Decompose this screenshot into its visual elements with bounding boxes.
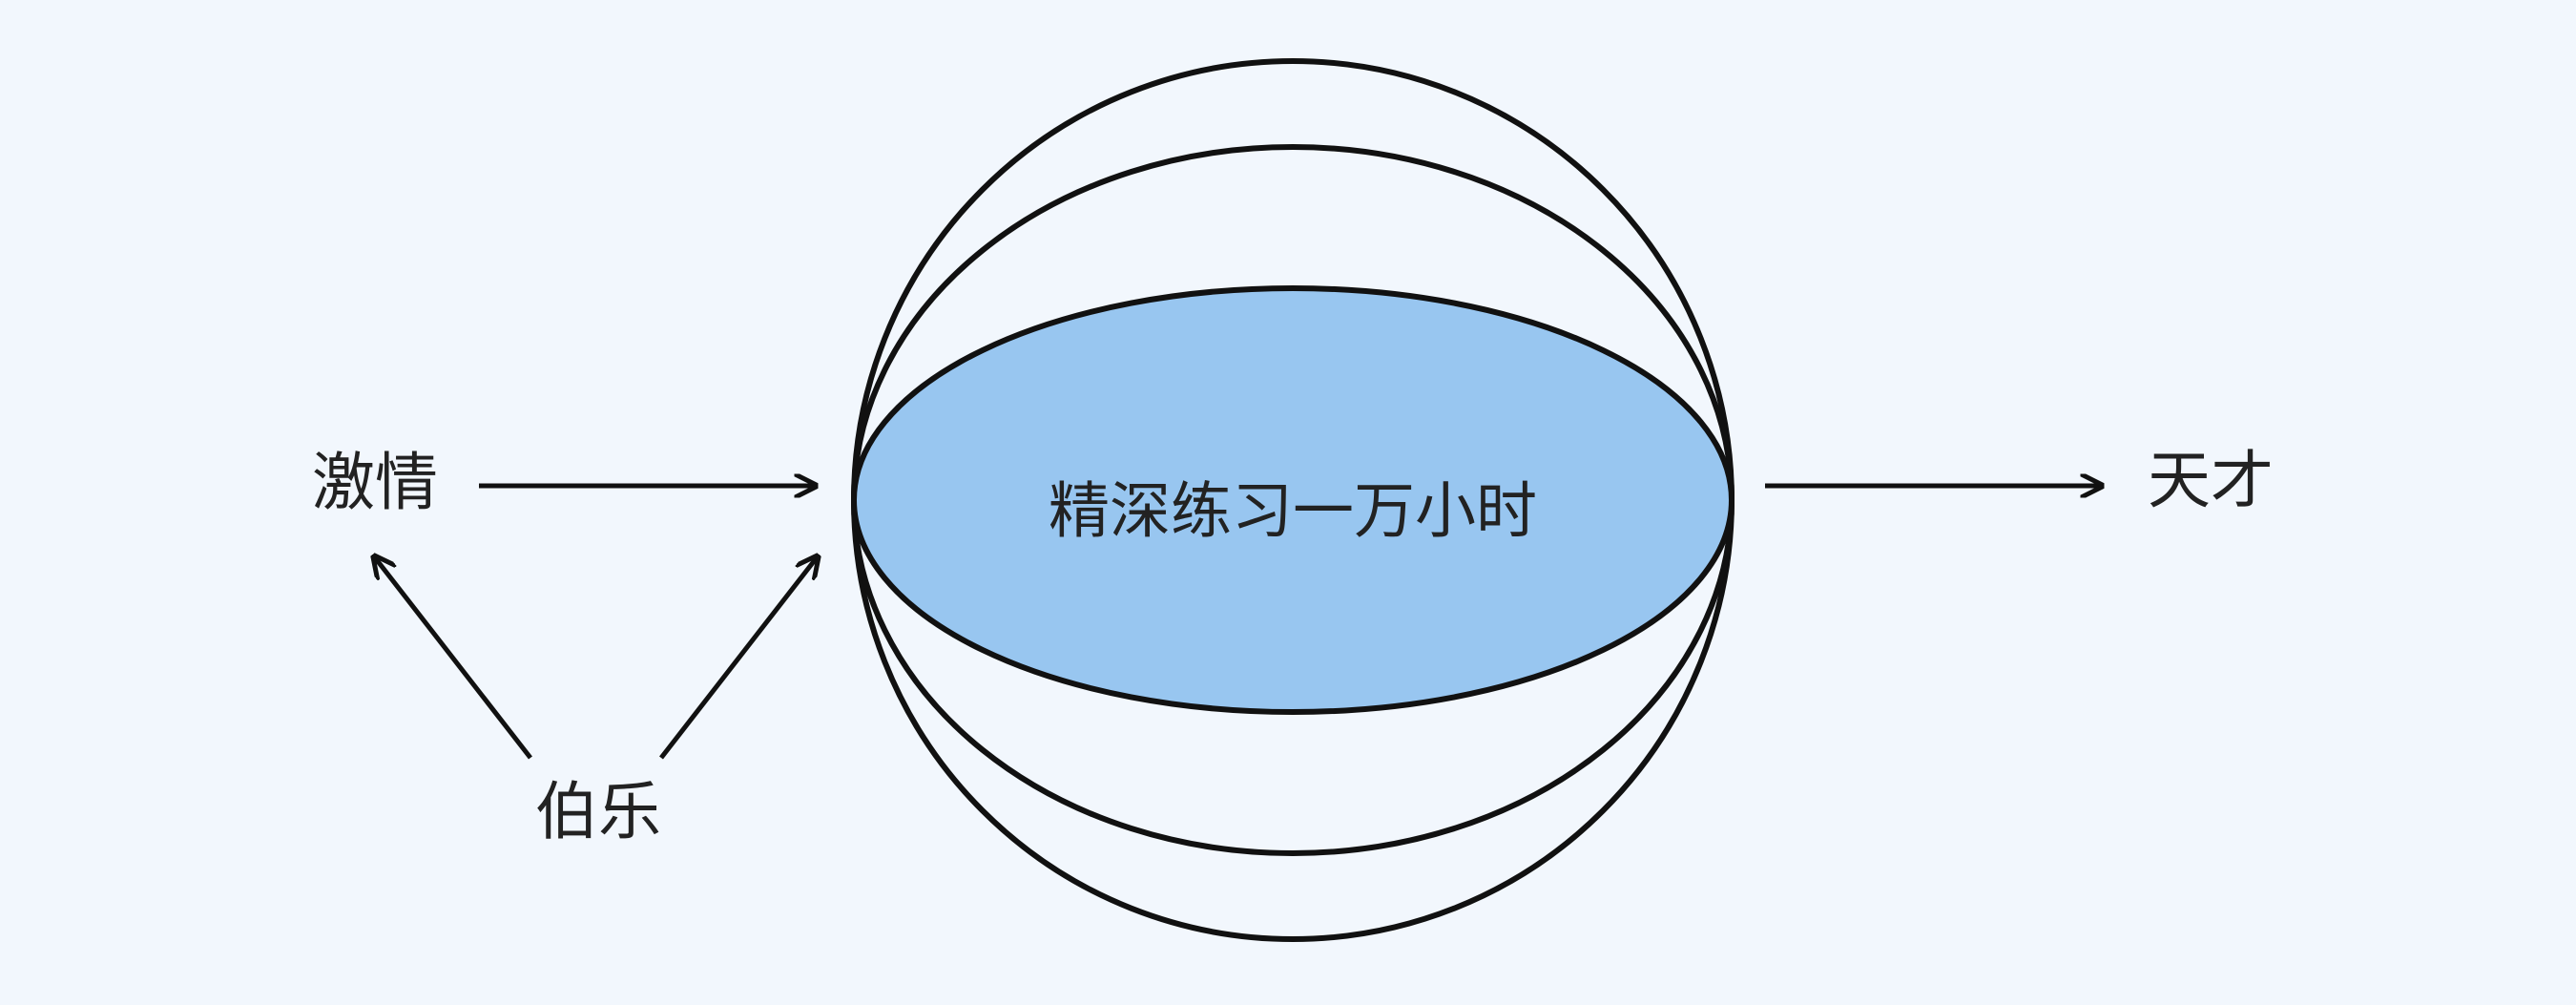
- arrow-mentor-to-passion: [374, 556, 532, 760]
- arrow-mentor-to-practice: [659, 556, 818, 760]
- mentor-label: 伯乐: [535, 775, 661, 848]
- practice-label: 精深练习一万小时: [1049, 477, 1537, 548]
- practice-ellipse: [851, 285, 1735, 715]
- genius-label: 天才: [2148, 444, 2274, 517]
- passion-label: 激情: [312, 446, 438, 519]
